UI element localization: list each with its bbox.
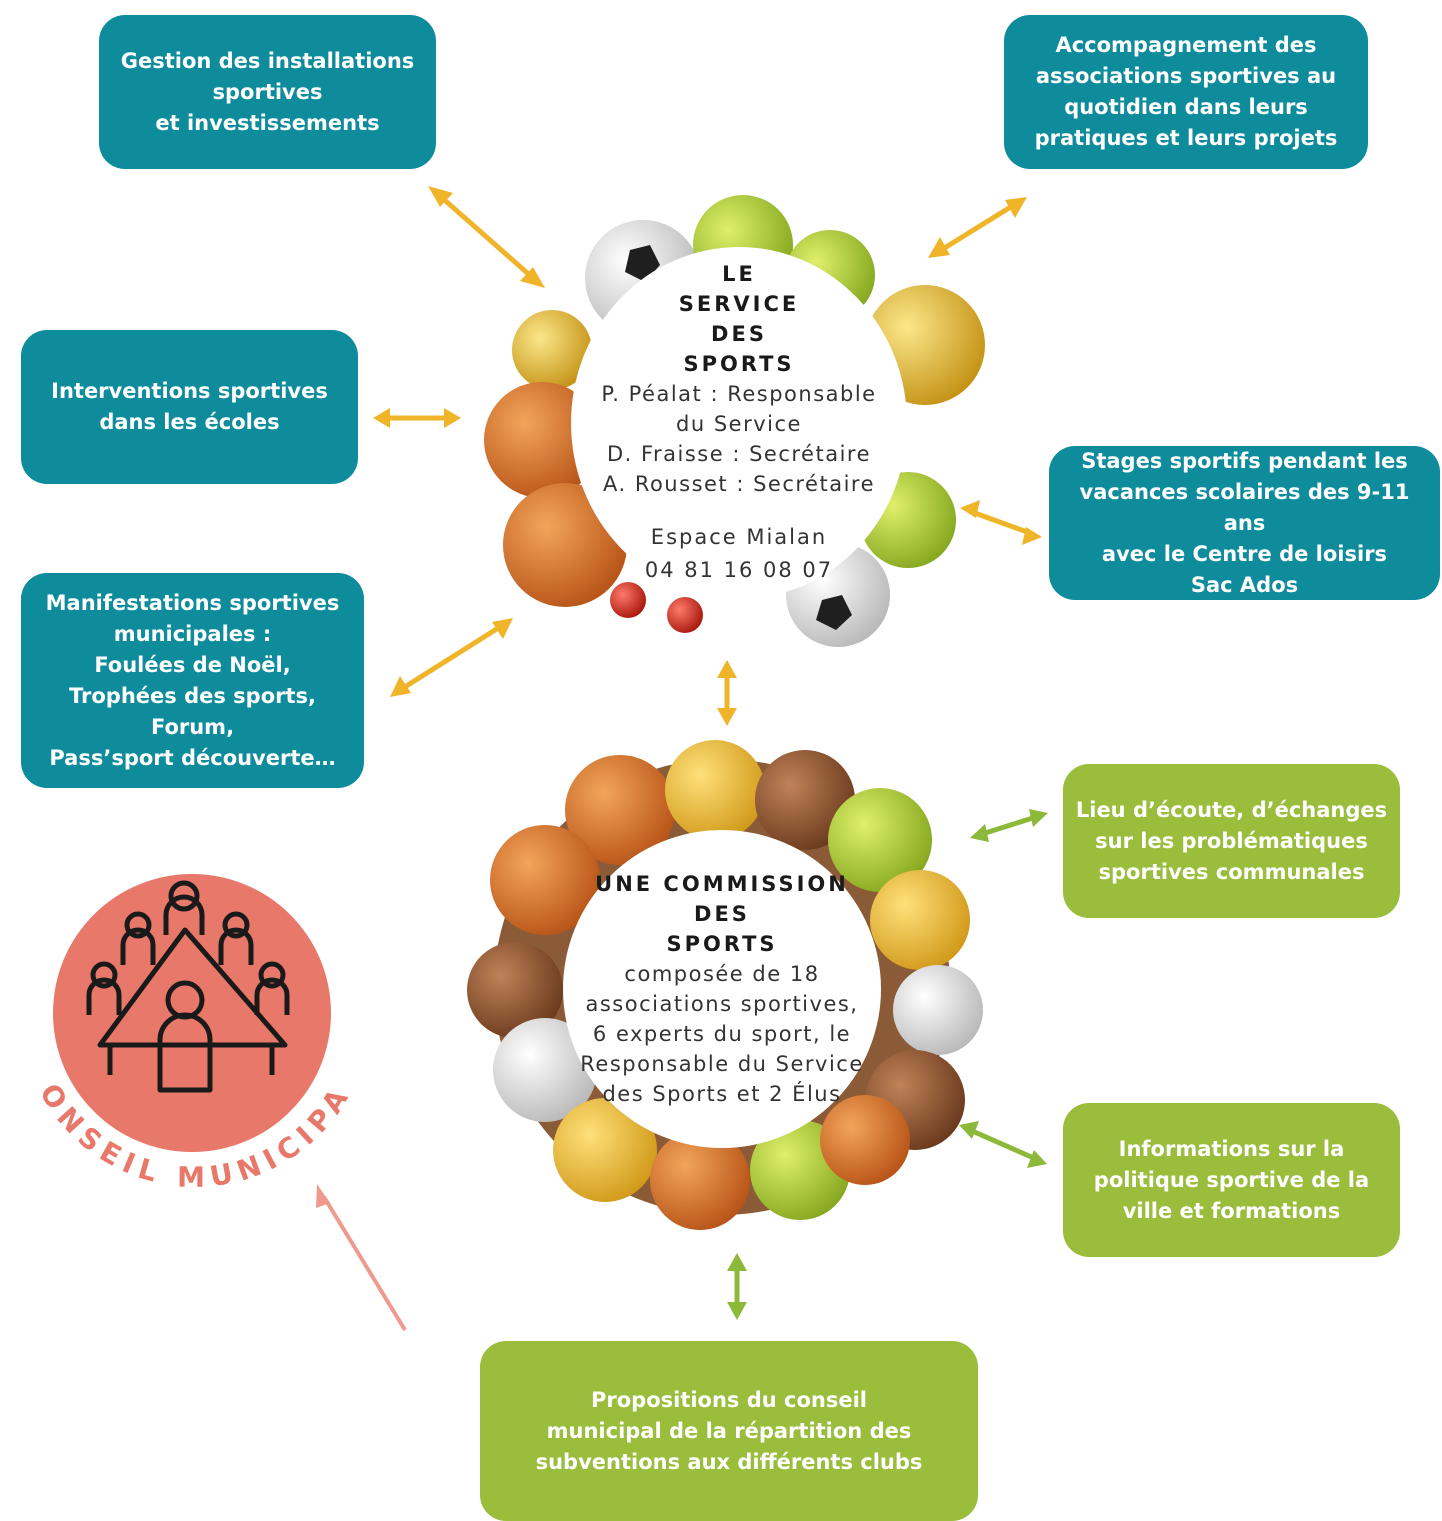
schools-box: Interventions sportives dans les écoles: [21, 330, 358, 484]
arrow-to-installations: [428, 186, 545, 288]
internships-text: Stages sportifs pendant les vacances sco…: [1079, 448, 1410, 597]
arrow-to-information: [959, 1121, 1047, 1168]
medal-image: [512, 310, 592, 390]
commission-hub: UNE COMMISSION DES SPORTS composée de 18…: [563, 830, 881, 1148]
council-arrow: [316, 1184, 407, 1332]
dumbbell-image: [667, 597, 703, 633]
service-hub-staff: P. Péalat : Responsable du Service D. Fr…: [601, 382, 877, 496]
listening-text: Lieu d’écoute, d’échanges sur les problé…: [1075, 797, 1388, 884]
listening-box: Lieu d’écoute, d’échanges sur les problé…: [1063, 764, 1400, 918]
events-text: Manifestations sportives municipales : F…: [45, 590, 340, 770]
proposals-box: Propositions du conseil municipal de la …: [480, 1341, 978, 1521]
service-hub-address: Espace Mialan 04 81 16 08 07: [644, 525, 834, 582]
installations-box: Gestion des installations sportives et i…: [99, 15, 436, 169]
associations-box: Accompagnement des associations sportive…: [1004, 15, 1368, 169]
commission-hub-title: UNE COMMISSION DES SPORTS: [595, 872, 849, 956]
arrow-to-internships: [960, 500, 1042, 545]
associations-text: Accompagnement des associations sportive…: [1034, 33, 1338, 150]
information-box: Informations sur la politique sportive d…: [1063, 1103, 1400, 1257]
arrow-to-associations: [928, 197, 1027, 258]
schools-text: Interventions sportives dans les écoles: [51, 379, 328, 434]
information-text: Informations sur la politique sportive d…: [1093, 1136, 1370, 1223]
soccer-ball-patch: [816, 595, 852, 630]
internships-box: Stages sportifs pendant les vacances sco…: [1049, 446, 1440, 600]
installations-text: Gestion des installations sportives et i…: [120, 48, 415, 135]
commission-arrows: [727, 809, 1048, 1320]
arrow-to-events: [390, 618, 513, 697]
arrow-to-schools: [373, 408, 461, 428]
service-arrows: [373, 186, 1042, 726]
arrow-to-listening: [970, 809, 1048, 842]
service-hub: LE SERVICE DES SPORTS P. Péalat : Respon…: [571, 247, 907, 599]
service-hub-title: LE SERVICE DES SPORTS: [678, 262, 800, 376]
commission-hub-description: composée de 18 associations sportives, 6…: [580, 962, 864, 1106]
arrow-service-commission: [717, 660, 737, 726]
proposals-text: Propositions du conseil municipal de la …: [535, 1387, 923, 1474]
dumbbell-image: [610, 582, 646, 618]
meeting-table-icon: [86, 880, 290, 1093]
events-box: Manifestations sportives municipales : F…: [21, 573, 364, 788]
arrow-to-proposals: [727, 1253, 747, 1320]
